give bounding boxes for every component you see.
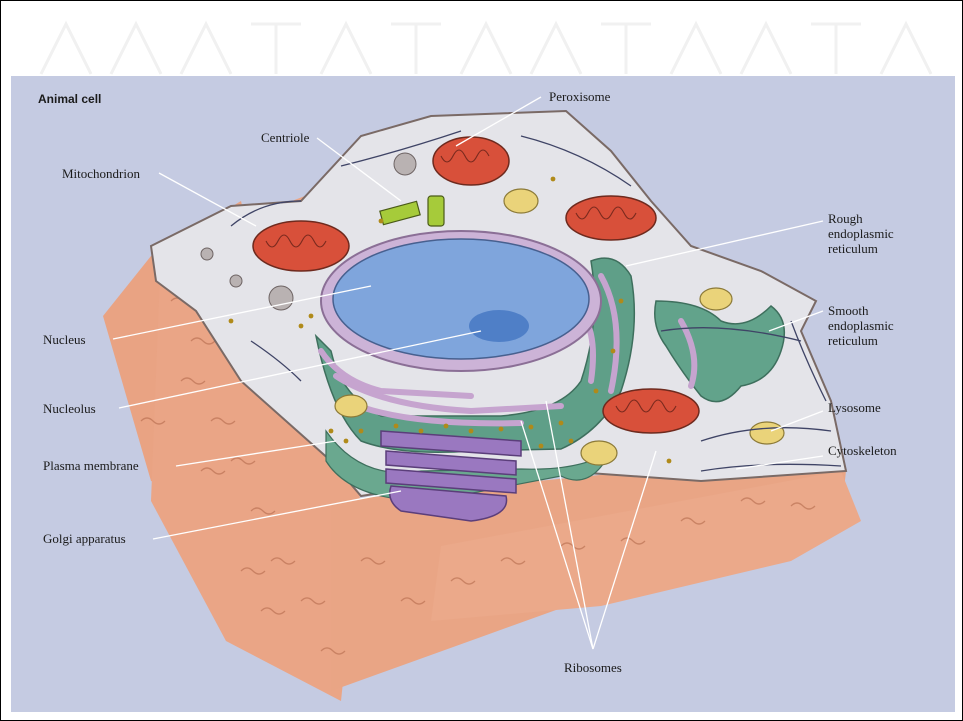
label-golgi-apparatus: Golgi apparatus bbox=[43, 531, 126, 546]
nucleus-interior bbox=[333, 239, 589, 359]
nucleolus bbox=[469, 310, 529, 342]
label-centriole: Centriole bbox=[261, 130, 309, 145]
label-mitochondrion: Mitochondrion bbox=[62, 166, 140, 181]
figure-title: Animal cell bbox=[38, 92, 101, 107]
label-rough-er: Rough endoplasmic reticulum bbox=[828, 211, 894, 256]
label-peroxisome: Peroxisome bbox=[549, 89, 610, 104]
label-plasma-membrane: Plasma membrane bbox=[43, 458, 139, 473]
label-cytoskeleton: Cytoskeleton bbox=[828, 443, 897, 458]
label-ribosomes: Ribosomes bbox=[564, 660, 622, 675]
label-nucleus: Nucleus bbox=[43, 332, 86, 347]
label-lysosome: Lysosome bbox=[828, 400, 881, 415]
label-smooth-er: Smooth endoplasmic reticulum bbox=[828, 303, 894, 348]
label-nucleolus: Nucleolus bbox=[43, 401, 96, 416]
